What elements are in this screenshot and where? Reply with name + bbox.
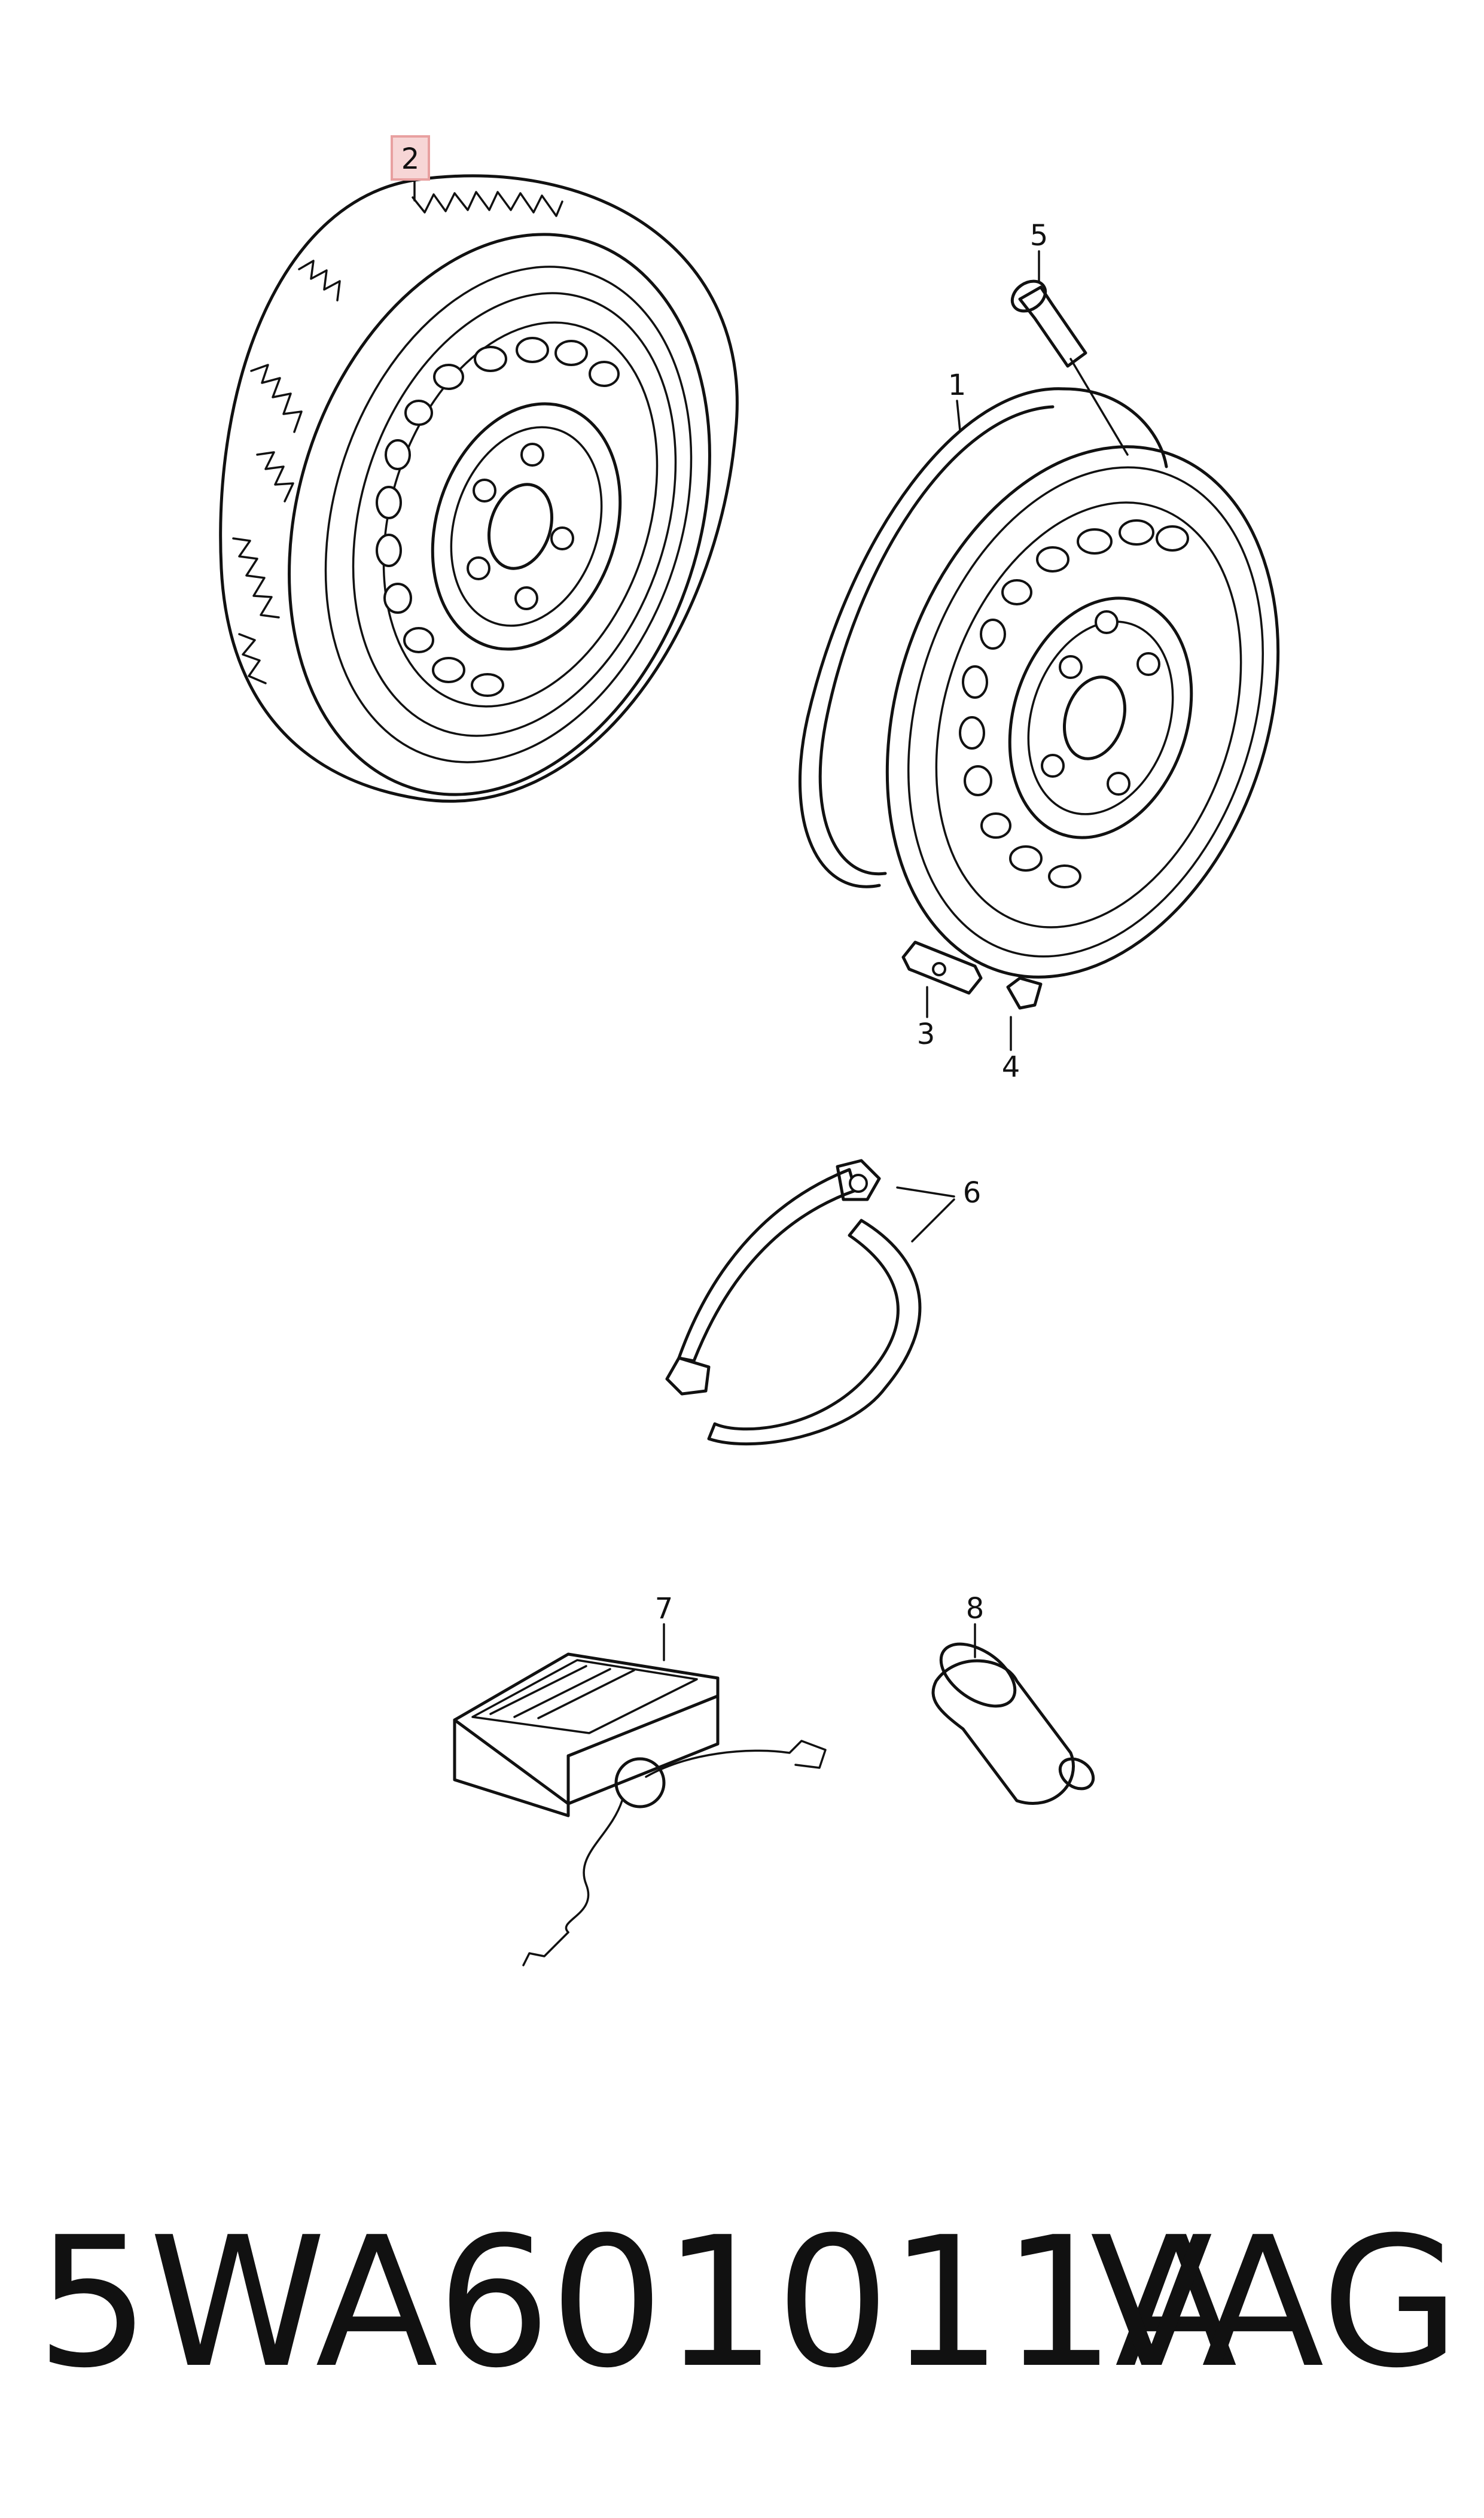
callout-3[interactable]: 3 — [917, 1018, 936, 1051]
tyre-valve — [1010, 279, 1129, 456]
exploded-parts-diagram: 2 1 — [219, 135, 1280, 1966]
wheel-with-tyre — [219, 174, 739, 803]
rim-bolt-holes — [1041, 610, 1160, 796]
callout-2-highlight[interactable] — [391, 135, 430, 181]
control-unit — [453, 1652, 827, 1966]
callout-2[interactable]: 2 — [401, 142, 420, 176]
wheel-ventilation-holes — [376, 337, 620, 697]
part-number: 5WA601011A — [36, 2199, 1238, 2407]
callout-7[interactable]: 7 — [655, 1592, 674, 1625]
callout-5[interactable]: 5 — [1030, 219, 1049, 252]
trim-ring-segments — [665, 1159, 922, 1446]
clip-weight — [1006, 976, 1043, 1010]
tpms-sensor — [931, 1642, 1095, 1805]
callout-6[interactable]: 6 — [963, 1176, 982, 1210]
balance-weight — [901, 940, 983, 995]
rim-ventilation-holes — [959, 519, 1189, 888]
wheel-bolt-holes — [467, 443, 574, 610]
callout-8[interactable]: 8 — [966, 1592, 985, 1625]
steel-rim — [799, 387, 1280, 979]
brand-label: VAG — [1090, 2199, 1460, 2407]
callout-1[interactable]: 1 — [948, 369, 967, 402]
callout-4[interactable]: 4 — [1002, 1051, 1020, 1084]
